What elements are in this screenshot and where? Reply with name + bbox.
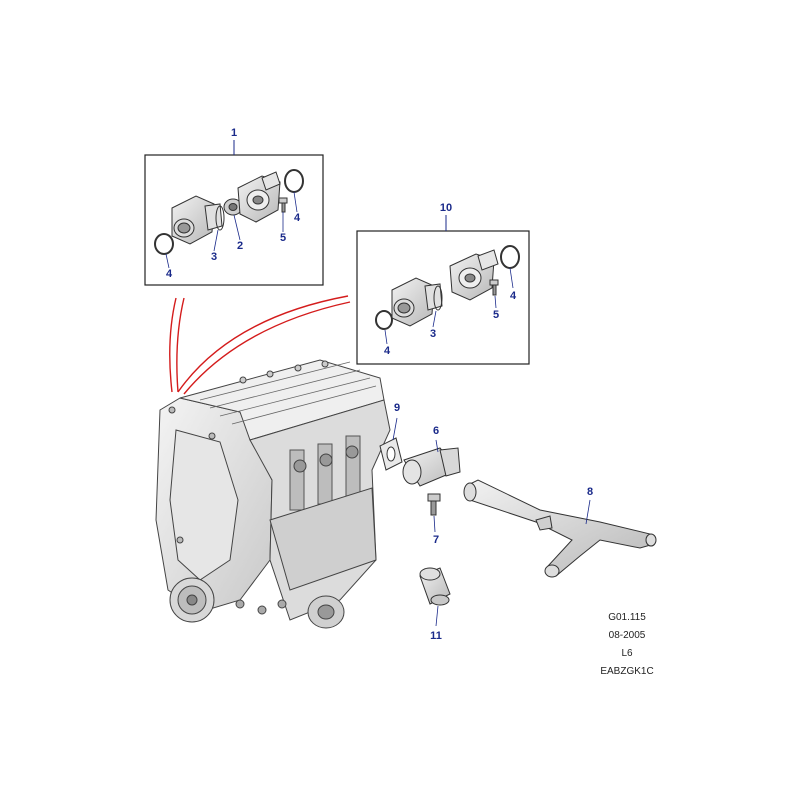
callout-3: 3 bbox=[210, 251, 218, 263]
callout-5: 5 bbox=[492, 309, 500, 321]
bolt-part bbox=[489, 279, 499, 296]
callout-7: 7 bbox=[432, 534, 440, 546]
group-indicator-lines bbox=[169, 295, 351, 395]
callout-10: 10 bbox=[439, 202, 453, 214]
outlet-housing-part bbox=[237, 171, 281, 223]
thermostat-housing-part bbox=[171, 195, 223, 245]
callout-4: 4 bbox=[509, 290, 517, 302]
callout-8: 8 bbox=[586, 486, 594, 498]
callout-4: 4 bbox=[165, 268, 173, 280]
thermostat-housing-part bbox=[391, 277, 443, 327]
engine-block bbox=[155, 359, 391, 629]
gasket-9-part bbox=[379, 417, 403, 471]
drawing-code: G01.115 bbox=[608, 612, 646, 623]
callout-4: 4 bbox=[383, 345, 391, 357]
outlet-housing-part bbox=[449, 249, 499, 301]
callout-2: 2 bbox=[236, 240, 244, 252]
group-box-10 bbox=[356, 215, 530, 365]
o-ring-part bbox=[154, 233, 174, 255]
callout-4: 4 bbox=[293, 212, 301, 224]
drawing-id: EABZGK1C bbox=[600, 666, 654, 677]
callout-1: 1 bbox=[230, 127, 238, 139]
gasket-part bbox=[433, 285, 443, 311]
housing-6-part bbox=[402, 439, 461, 487]
callout-5: 5 bbox=[279, 232, 287, 244]
coolant-pipe-8-part bbox=[463, 479, 657, 578]
bolt-part bbox=[278, 197, 288, 213]
drawing-date: 08-2005 bbox=[608, 630, 646, 641]
callout-11: 11 bbox=[430, 630, 442, 642]
bolt-7-part bbox=[427, 493, 441, 533]
drawing-level: L6 bbox=[621, 648, 633, 659]
group-box-1 bbox=[144, 140, 324, 286]
callout-3: 3 bbox=[429, 328, 437, 340]
o-ring-part bbox=[500, 245, 520, 269]
o-ring-part bbox=[284, 169, 304, 193]
thermostat-part bbox=[223, 198, 243, 216]
sensor-11-part bbox=[419, 567, 451, 627]
callout-9: 9 bbox=[393, 402, 401, 414]
gasket-part bbox=[215, 205, 225, 231]
callout-6: 6 bbox=[432, 425, 440, 437]
o-ring-part bbox=[375, 310, 393, 330]
